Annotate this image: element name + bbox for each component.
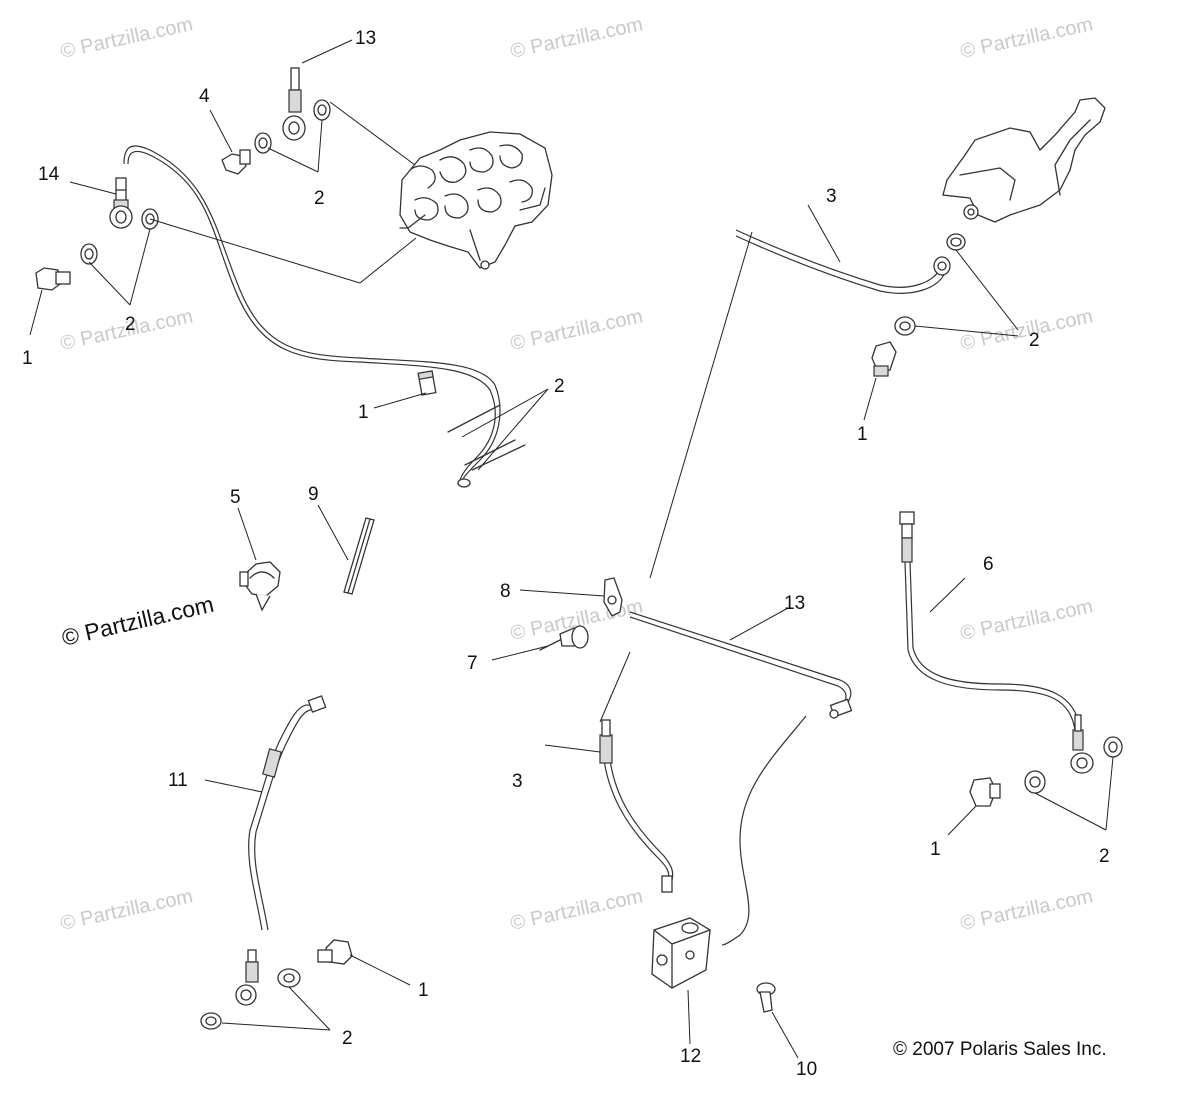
callout-5: 5 [230,487,241,508]
bleeder-screw [221,149,251,175]
callout-10: 10 [796,1059,817,1080]
callout-2: 2 [125,314,136,335]
watermark: © Partzilla.com [58,885,194,935]
brake-line-hose [123,145,501,486]
callout-2: 2 [1029,330,1040,351]
clamp-5 [239,561,281,612]
callout-layer: 13 4 2 14 2 1 1 2 3 2 1 5 9 8 13 7 6 11 … [22,28,1110,1080]
watermark: © Partzilla.com [508,13,644,63]
callout-1: 1 [418,980,429,1001]
banjo-bolt [969,777,1001,807]
watermark: © Partzilla.com [958,885,1094,935]
callout-1: 1 [857,424,868,445]
watermark: © Partzilla.com [958,595,1094,645]
bracket-8 [603,577,623,617]
banjo-bolt [317,939,353,965]
bolt-10 [756,982,776,1013]
callout-11: 11 [168,770,188,791]
watermark: © Partzilla.com [508,885,644,935]
callout-12: 12 [680,1046,701,1067]
callout-1: 1 [22,348,33,369]
brake-line-3-lower [603,759,670,881]
line-fitting [829,698,853,719]
caliper-assembly [399,131,553,270]
callout-7: 7 [467,653,478,674]
callout-2: 2 [342,1028,353,1049]
brake-line-3 [735,229,941,288]
callout-1: 1 [930,839,941,860]
callout-3: 3 [512,771,523,792]
master-cylinder [942,97,1106,223]
callout-6: 6 [983,554,994,575]
cable-tie-9 [343,517,375,595]
watermark: © Partzilla.com [508,305,644,355]
junction-block-12 [651,917,711,989]
banjo-fitting-13 [282,67,306,141]
callout-4: 4 [199,86,210,107]
watermark: © Partzilla.com [58,13,194,63]
callout-1: 1 [358,402,369,423]
copyright-notice: © 2007 Polaris Sales Inc. [893,1039,1107,1060]
watermark-layer: © Partzilla.com © Partzilla.com © Partzi… [58,13,1094,935]
rivet-7 [539,625,589,651]
callout-9: 9 [308,484,319,505]
callout-13: 13 [355,28,376,49]
watermark: © Partzilla.com [958,13,1094,63]
hose-clip [417,370,437,396]
brake-line-6 [899,511,915,563]
hose-to-block [721,715,807,946]
brake-line-11 [248,704,313,931]
callout-8: 8 [500,581,511,602]
callout-2: 2 [1099,846,1110,867]
banjo-bolt [35,267,71,291]
callout-2: 2 [314,188,325,209]
watermark: © Partzilla.com [958,305,1094,355]
banjo-fitting-14 [109,177,133,229]
callout-2: 2 [554,376,565,397]
banjo-bolt [871,341,897,377]
brake-line-13 [629,611,852,703]
callout-14: 14 [38,164,60,185]
partzilla-watermark-main: © Partzilla.com [59,591,216,651]
callout-3: 3 [826,186,837,207]
callout-13: 13 [784,593,805,614]
